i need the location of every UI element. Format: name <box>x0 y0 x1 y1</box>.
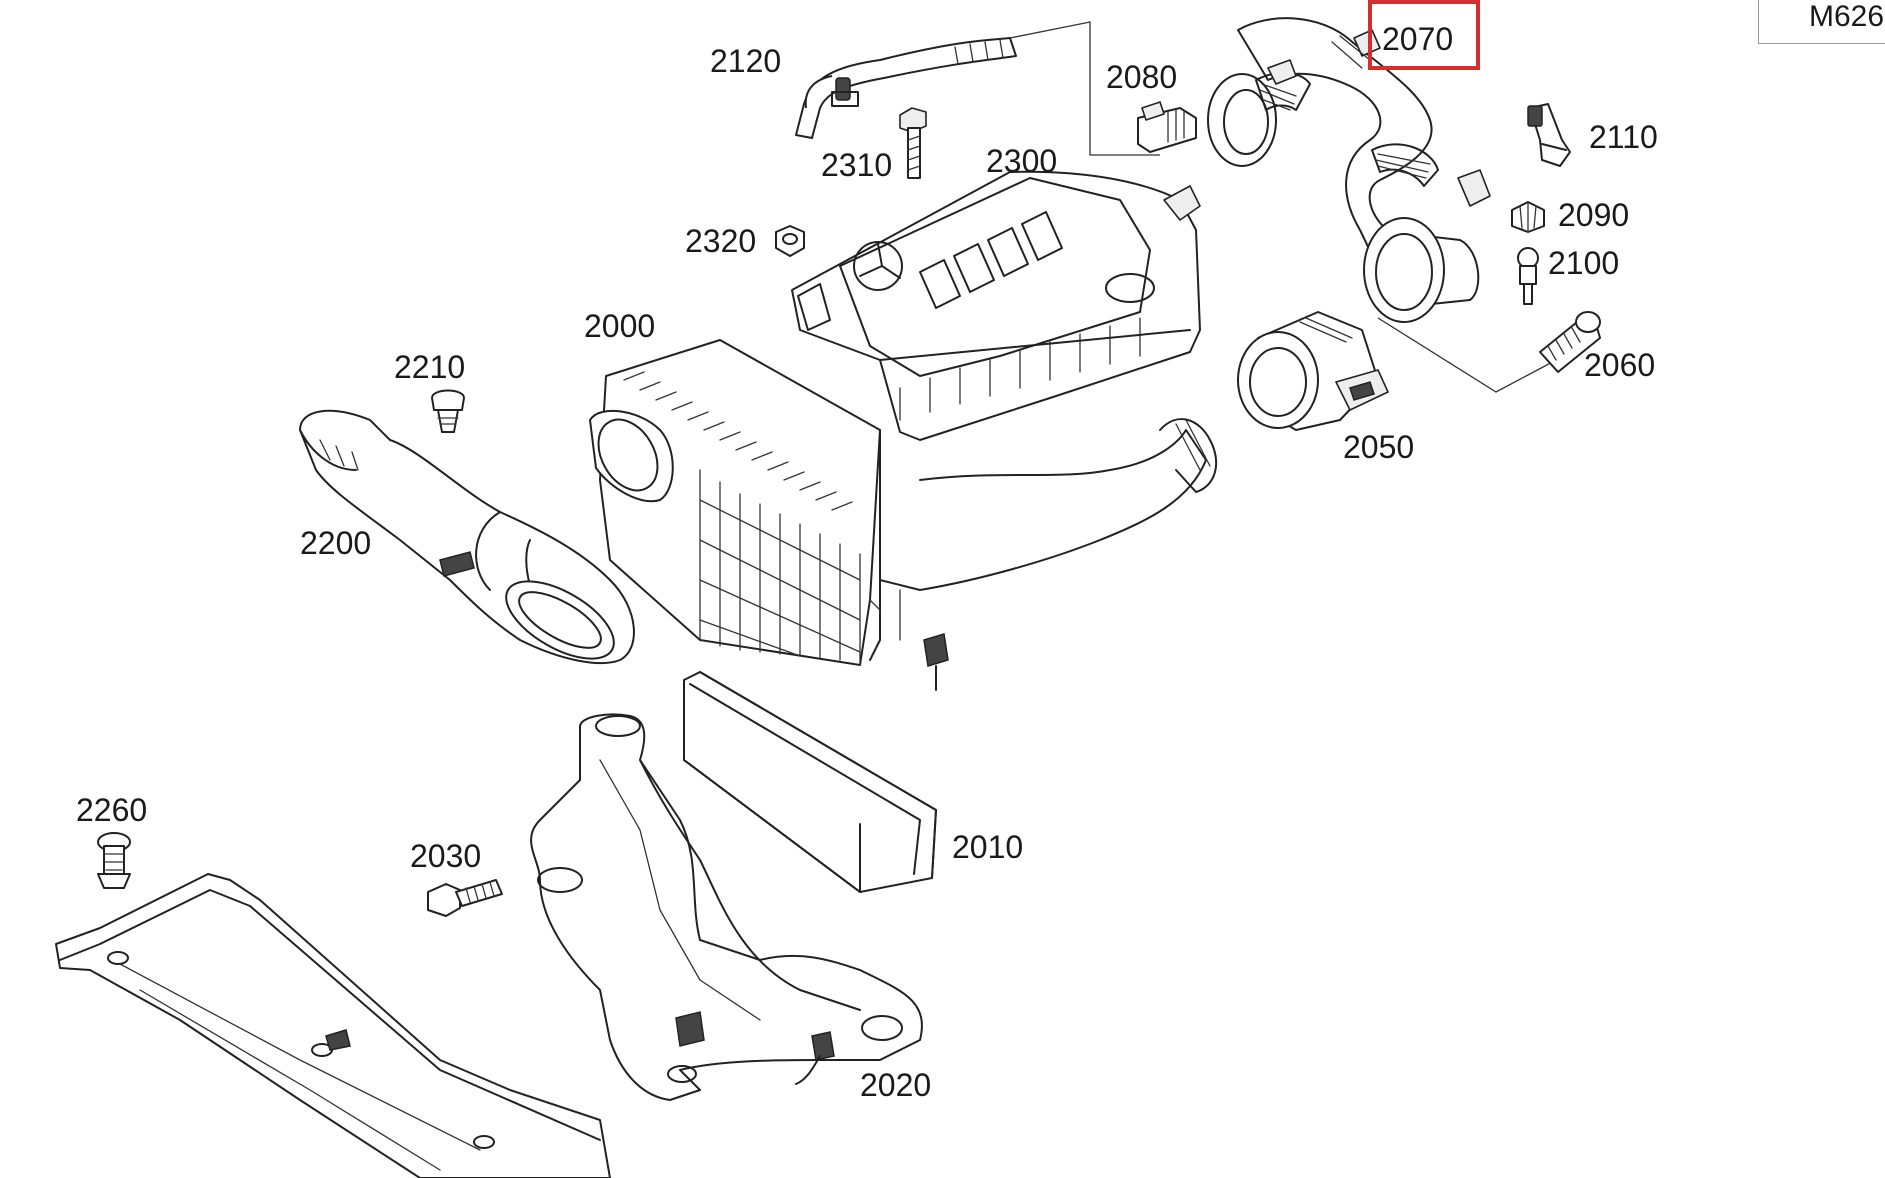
part-label-2300[interactable]: 2300 <box>986 143 1057 179</box>
part-label-2050[interactable]: 2050 <box>1343 429 1414 465</box>
bolt-icon[interactable] <box>427 879 503 917</box>
part-label-2260[interactable]: 2260 <box>76 792 147 828</box>
nut-icon[interactable] <box>775 225 805 257</box>
screw-icon[interactable] <box>1539 311 1601 373</box>
nut-icon[interactable] <box>1511 201 1545 233</box>
part-label-2000[interactable]: 2000 <box>584 308 655 344</box>
vent-hose-icon[interactable] <box>795 37 1017 139</box>
air-filter-housing-icon[interactable] <box>586 339 1218 691</box>
bolt-icon[interactable] <box>899 107 927 179</box>
highlight-box <box>1368 0 1480 70</box>
filter-bracket-icon[interactable] <box>530 713 923 1101</box>
clip-icon[interactable] <box>431 389 465 433</box>
part-label-2020[interactable]: 2020 <box>860 1067 931 1103</box>
part-label-2030[interactable]: 2030 <box>410 838 481 874</box>
part-label-2320[interactable]: 2320 <box>685 223 756 259</box>
part-label-2210[interactable]: 2210 <box>394 349 465 385</box>
stud-icon[interactable] <box>1517 247 1539 305</box>
part-label-2100[interactable]: 2100 <box>1548 245 1619 281</box>
part-label-2200[interactable]: 2200 <box>300 525 371 561</box>
part-label-2090[interactable]: 2090 <box>1558 197 1629 233</box>
part-label-2010[interactable]: 2010 <box>952 829 1023 865</box>
part-label-2060[interactable]: 2060 <box>1584 347 1655 383</box>
air-filter-element-icon[interactable] <box>683 671 937 893</box>
part-labels: 2120 2080 2070 2110 2310 2300 2090 2320 … <box>76 21 1658 1103</box>
air-intake-duct-icon[interactable] <box>299 409 635 674</box>
part-label-2110[interactable]: 2110 <box>1589 119 1658 155</box>
model-badge: M626 <box>1758 0 1885 44</box>
mass-air-flow-sensor-icon[interactable] <box>1237 311 1389 431</box>
part-label-2120[interactable]: 2120 <box>710 43 781 79</box>
leader-2120-2080 <box>1009 21 1160 156</box>
model-badge-label: M626 <box>1809 0 1885 33</box>
connector-icon[interactable] <box>1137 101 1197 153</box>
part-label-2080[interactable]: 2080 <box>1106 59 1177 95</box>
cowl-panel-icon <box>55 873 611 1178</box>
sensor-icon[interactable] <box>1527 103 1571 167</box>
engine-cover-icon[interactable] <box>791 170 1201 441</box>
part-label-2070[interactable]: 2070 <box>1382 21 1453 57</box>
part-label-2310[interactable]: 2310 <box>821 147 892 183</box>
intake-hose-icon[interactable] <box>1207 17 1491 323</box>
push-rivet-icon[interactable] <box>97 832 131 889</box>
